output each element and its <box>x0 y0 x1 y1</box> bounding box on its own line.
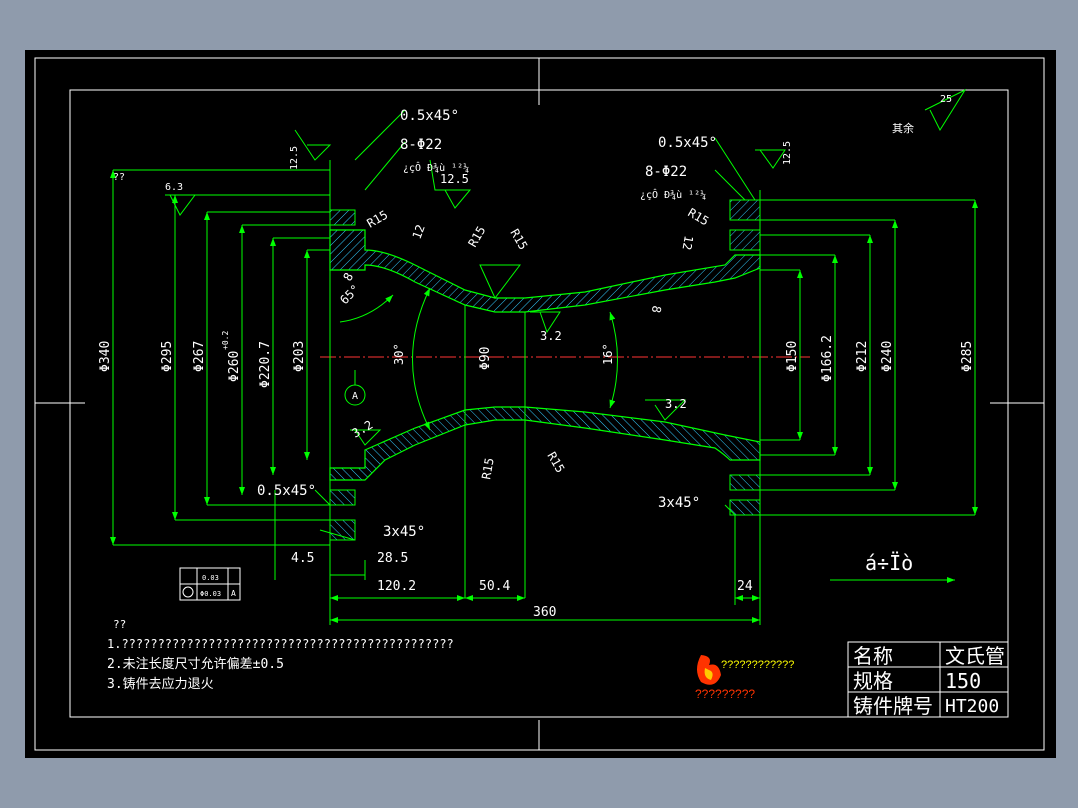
dia-340: Φ340 <box>98 341 113 372</box>
tol-flatness: 0.03 <box>202 574 219 582</box>
title-block <box>847 641 1009 718</box>
holes-note-right: ¿çÔ Ð¾ù ¹²¼ <box>640 188 706 201</box>
chamfer-top-right: 0.5x45° <box>658 135 717 151</box>
drawing-sheet: 0.5x45° 8-Φ22 ¿çÔ Ð¾ù ¹²¼ 12.5 12.5 6.3 … <box>25 50 1056 758</box>
venturi-drawing: 0.5x45° 8-Φ22 ¿çÔ Ð¾ù ¹²¼ 12.5 12.5 6.3 … <box>34 57 1045 751</box>
rough-32-c: 3.2 <box>350 418 376 441</box>
pipe-section-top <box>329 199 761 313</box>
dia-260: Φ260 <box>227 351 242 382</box>
radius-r15-3: R15 <box>507 227 530 253</box>
title-name-label: 名称 <box>853 644 893 668</box>
holes-note-left: ¿çÔ Ð¾ù ¹²¼ <box>403 161 469 174</box>
radius-r15-6: R15 <box>544 450 567 476</box>
rough-125-c: 12.5 <box>782 141 793 165</box>
title-block-text: 名称 文氏管 规格 150 铸件牌号 HT200 <box>853 644 1005 718</box>
bottom-length-dims <box>329 515 761 625</box>
outer-frame <box>34 57 1045 751</box>
chamfer-top-left: 0.5x45° <box>400 108 459 124</box>
rough-63: 6.3 <box>165 182 183 193</box>
roughness-leaders <box>165 88 967 583</box>
notes-heading: ?? <box>113 618 126 631</box>
angle-65: 65° <box>337 282 362 307</box>
logo-text-top: ???????????? <box>721 659 794 671</box>
rough-32-a: 3.2 <box>540 329 562 343</box>
technical-notes: ?? 1.???????????????????????????????????… <box>107 618 454 692</box>
wall-12-a: 12 <box>410 223 428 241</box>
angle-30: 30° <box>392 343 406 365</box>
dia-203: Φ203 <box>292 341 307 372</box>
dim-285: 28.5 <box>377 551 408 566</box>
flange-outlines <box>329 160 761 598</box>
left-diameter-dims <box>110 169 330 546</box>
dia-150: Φ150 <box>785 341 800 372</box>
notes-line-2: 2.未注长度尺寸允许偏差±0.5 <box>107 656 284 672</box>
dia-212: Φ212 <box>855 341 870 372</box>
notes-line-3: 3.铸件去应力退火 <box>107 676 214 692</box>
title-spec-value: 150 <box>945 669 981 693</box>
dia-1662: Φ166.2 <box>820 335 835 382</box>
chamfer-bottom-left: 0.5x45° <box>257 483 316 499</box>
dim-360: 360 <box>533 605 556 620</box>
wall-8-b: 8 <box>649 304 664 314</box>
flame-logo: ???????????? ????????? <box>695 655 794 701</box>
tol-position: Φ0.03 <box>200 590 221 598</box>
holes-left: 8-Φ22 <box>400 137 442 153</box>
title-spec-label: 规格 <box>853 669 893 693</box>
notes-line-1: 1.??????????????????????????????????????… <box>107 637 454 651</box>
logo-text-bottom: ????????? <box>695 687 755 701</box>
dia-240: Φ240 <box>880 341 895 372</box>
qq-label: ?? <box>113 172 125 183</box>
dia-260-tol: +0.2 <box>221 331 230 350</box>
right-diameter-dims <box>760 199 978 516</box>
radius-r15-5: R15 <box>479 457 497 481</box>
rest-label: 其余 <box>892 121 914 135</box>
dia-90: Φ90 <box>478 347 493 370</box>
rough-125-b: 12.5 <box>440 172 469 186</box>
dim-1202: 120.2 <box>377 579 416 594</box>
rough-32-b: 3.2 <box>665 397 687 411</box>
angle-arcs <box>339 264 618 431</box>
dia-295: Φ295 <box>160 341 175 372</box>
dia-267: Φ267 <box>192 341 207 372</box>
holes-right: 8-Φ22 <box>645 164 687 180</box>
angle-16: 16° <box>601 343 615 365</box>
dim-24: 24 <box>737 579 753 594</box>
rough-25: 25 <box>940 94 952 105</box>
title-grade-label: 铸件牌号 <box>853 694 933 718</box>
dia-2207: Φ220.7 <box>258 341 273 388</box>
title-name-value: 文氏管 <box>945 644 1005 668</box>
radius-r15-2: R15 <box>465 224 488 250</box>
chamfer-3x45-right: 3x45° <box>658 495 700 511</box>
wall-12-b: 12 <box>680 234 696 251</box>
direction-label: á÷Ïò <box>865 551 913 575</box>
datum-a: A <box>352 391 358 402</box>
radius-r15-1: R15 <box>365 208 391 231</box>
dim-504: 50.4 <box>479 579 510 594</box>
wall-8-a: 8 <box>340 270 356 283</box>
radius-r15-4: R15 <box>686 205 712 228</box>
pipe-section-bottom <box>329 406 761 541</box>
rough-125-a: 12.5 <box>289 146 300 170</box>
dia-285: Φ285 <box>960 341 975 372</box>
dim-45: 4.5 <box>291 551 314 566</box>
tolerance-frame <box>179 567 241 601</box>
chamfer-3x45-left: 3x45° <box>383 524 425 540</box>
title-grade-value: HT200 <box>945 696 999 717</box>
tol-datum: A <box>231 589 236 598</box>
